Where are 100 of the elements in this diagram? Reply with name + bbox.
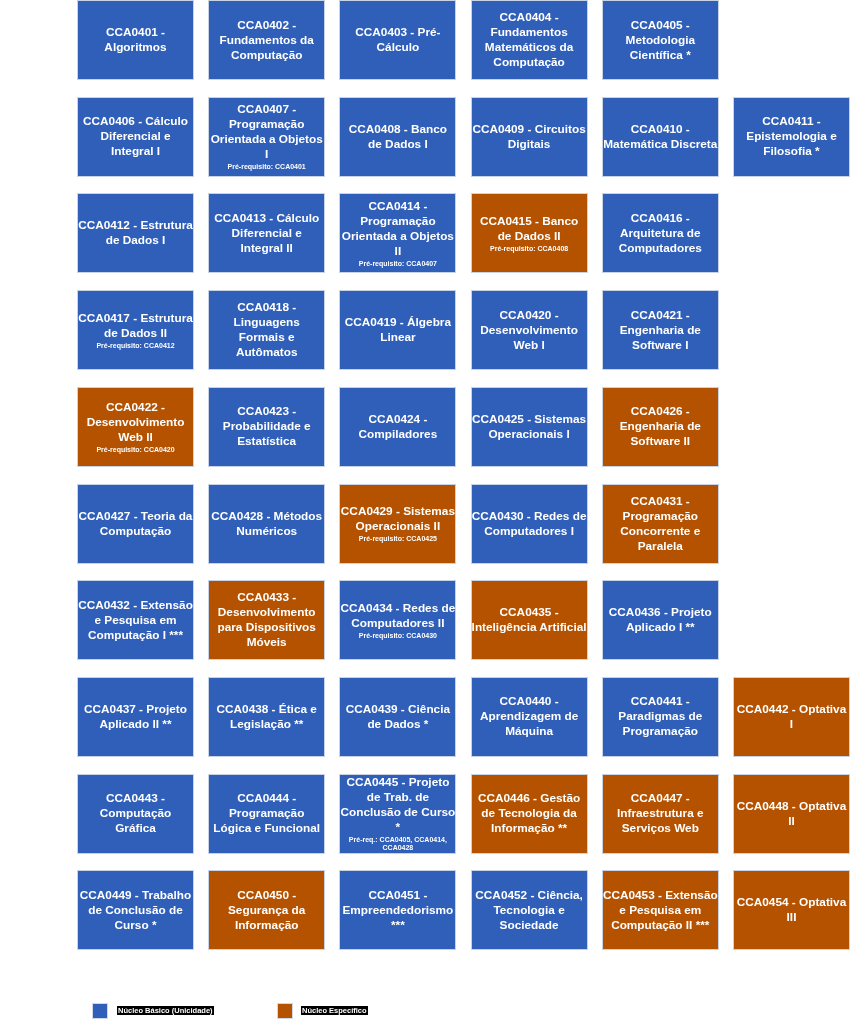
course-title: CCA0409 - Circuitos Digitais bbox=[471, 121, 587, 152]
course-box bbox=[733, 773, 850, 854]
course-box bbox=[77, 193, 194, 274]
course-box bbox=[470, 96, 588, 177]
course-title: CCA0449 - Trabalho de Conclusão de Curso * bbox=[78, 887, 193, 933]
course-title: CCA0411 - Epistemologia e Filosofia * bbox=[745, 114, 838, 160]
course-title: CCA0447 - Infraestrutura e Serviços Web bbox=[616, 791, 705, 837]
course-title: CCA0432 - Extensão e Pesquisa em Computação I *** bbox=[78, 597, 193, 643]
course-title: CCA0443 - Computação Gráfica bbox=[98, 791, 173, 837]
course-box bbox=[733, 870, 850, 951]
course-title: CCA0450 - Segurança da Informação bbox=[227, 887, 307, 933]
course-box bbox=[208, 386, 326, 467]
course-title: CCA0416 - Arquitetura de Computadores bbox=[617, 210, 703, 256]
course-box bbox=[77, 483, 194, 564]
course-title: CCA0448 - Optativa II bbox=[735, 798, 848, 829]
course-box bbox=[601, 290, 719, 371]
course-title: CCA0406 - Cálculo Diferencial e Integral I bbox=[82, 114, 189, 160]
course-title: CCA0430 - Redes de Computadores I bbox=[471, 508, 587, 539]
course-title: CCA0417 - Estrutura de Dados II bbox=[78, 310, 193, 341]
course-title: CCA0436 - Projeto Aplicado I ** bbox=[607, 605, 713, 636]
course-box bbox=[470, 0, 588, 80]
course-box bbox=[77, 96, 194, 177]
course-title: CCA0438 - Ética e Legislação ** bbox=[215, 701, 318, 732]
course-title: CCA0446 - Gestão de Tecnologia da Informação ** bbox=[476, 791, 582, 837]
course-title: CCA0407 - Programação Orientada a Objetos I bbox=[209, 102, 324, 163]
course-box bbox=[601, 386, 719, 467]
course-box bbox=[339, 870, 457, 951]
course-title: CCA0437 - Projeto Aplicado II ** bbox=[83, 701, 188, 732]
course-box bbox=[77, 870, 194, 951]
course-box bbox=[339, 0, 457, 80]
course-title: CCA0444 - Programação Lógica e Funcional bbox=[212, 791, 322, 837]
course-box bbox=[601, 773, 719, 854]
course-box bbox=[339, 96, 457, 177]
course-title: CCA0405 - Metodologia Científica * bbox=[624, 17, 697, 63]
course-box bbox=[470, 580, 588, 661]
course-title: CCA0434 - Redes de Computadores II bbox=[340, 600, 456, 631]
course-box bbox=[77, 0, 194, 80]
course-box bbox=[470, 193, 588, 274]
course-box bbox=[339, 580, 457, 661]
course-title: CCA0453 - Extensão e Pesquisa em Computação II *** bbox=[602, 887, 718, 933]
course-title: CCA0403 - Pré-Cálculo bbox=[354, 25, 442, 55]
course-title: CCA0431 - Programação Concorrente e Paralela bbox=[619, 493, 702, 554]
course-title: CCA0424 - Compiladores bbox=[357, 411, 439, 442]
course-box bbox=[208, 290, 326, 371]
course-box bbox=[77, 773, 194, 854]
course-title: CCA0401 - Algoritmos bbox=[103, 25, 168, 55]
course-box bbox=[77, 386, 194, 467]
course-title: CCA0426 - Engenharia de Software II bbox=[618, 404, 702, 450]
course-box bbox=[601, 96, 719, 177]
course-title: CCA0408 - Banco de Dados I bbox=[347, 121, 449, 152]
course-title: CCA0429 - Sistemas Operacionais II bbox=[340, 504, 456, 534]
course-box bbox=[470, 870, 588, 951]
course-box bbox=[470, 676, 588, 757]
course-box bbox=[208, 96, 326, 177]
course-title: CCA0451 - Empreendedorismo *** bbox=[341, 887, 455, 933]
course-box bbox=[339, 290, 457, 371]
course-box bbox=[208, 0, 326, 80]
course-title: CCA0412 - Estrutura de Dados I bbox=[78, 218, 193, 249]
course-box bbox=[339, 193, 457, 274]
course-title: CCA0433 - Desenvolvimento para Dispositivos Móveis bbox=[216, 590, 317, 651]
course-box bbox=[339, 676, 457, 757]
course-title: CCA0420 - Desenvolvimento Web I bbox=[479, 307, 579, 353]
course-title: CCA0410 - Matemática Discreta bbox=[602, 121, 718, 152]
course-box bbox=[601, 580, 719, 661]
course-box bbox=[339, 773, 457, 854]
course-box bbox=[470, 483, 588, 564]
course-box bbox=[77, 676, 194, 757]
course-box bbox=[339, 483, 457, 564]
course-box bbox=[733, 96, 850, 177]
course-title: CCA0402 - Fundamentos da Computação bbox=[218, 17, 315, 63]
course-title: CCA0441 - Paradigmas de Programação bbox=[617, 694, 704, 740]
course-box bbox=[470, 386, 588, 467]
course-title: CCA0414 - Programação Orientada a Objetos II bbox=[340, 198, 455, 259]
course-title: CCA0445 - Projeto de Trab. de Conclusão de Curso * bbox=[340, 775, 456, 836]
course-box bbox=[470, 773, 588, 854]
course-title: CCA0452 - Ciência, Tecnologia e Sociedade bbox=[474, 887, 584, 933]
course-title: CCA0415 - Banco de Dados II bbox=[478, 213, 580, 244]
course-box bbox=[339, 386, 457, 467]
course-title: CCA0442 - Optativa I bbox=[735, 701, 848, 732]
course-box bbox=[601, 0, 719, 80]
course-title: CCA0435 - Inteligência Artificial bbox=[471, 605, 587, 636]
course-box bbox=[733, 676, 850, 757]
course-box bbox=[601, 193, 719, 274]
course-title: CCA0413 - Cálculo Diferencial e Integral II bbox=[213, 210, 321, 256]
course-box bbox=[208, 193, 326, 274]
course-title: CCA0422 - Desenvolvimento Web II bbox=[85, 399, 186, 445]
course-box bbox=[208, 870, 326, 951]
course-title: CCA0428 - Métodos Numéricos bbox=[210, 508, 324, 539]
course-box bbox=[208, 676, 326, 757]
course-title: CCA0404 - Fundamentos Matemáticos da Computação bbox=[483, 10, 575, 70]
course-box bbox=[601, 870, 719, 951]
course-box bbox=[208, 773, 326, 854]
course-title: CCA0454 - Optativa III bbox=[735, 895, 848, 926]
course-box bbox=[470, 290, 588, 371]
course-title: CCA0419 - Álgebra Linear bbox=[343, 315, 452, 346]
course-box bbox=[208, 483, 326, 564]
course-title: CCA0425 - Sistemas Operacionais I bbox=[471, 411, 587, 442]
course-box bbox=[77, 290, 194, 371]
course-title: CCA0423 - Probabilidade e Estatística bbox=[221, 404, 312, 450]
course-title: CCA0418 - Linguagens Formais e Autômatos bbox=[232, 300, 301, 361]
